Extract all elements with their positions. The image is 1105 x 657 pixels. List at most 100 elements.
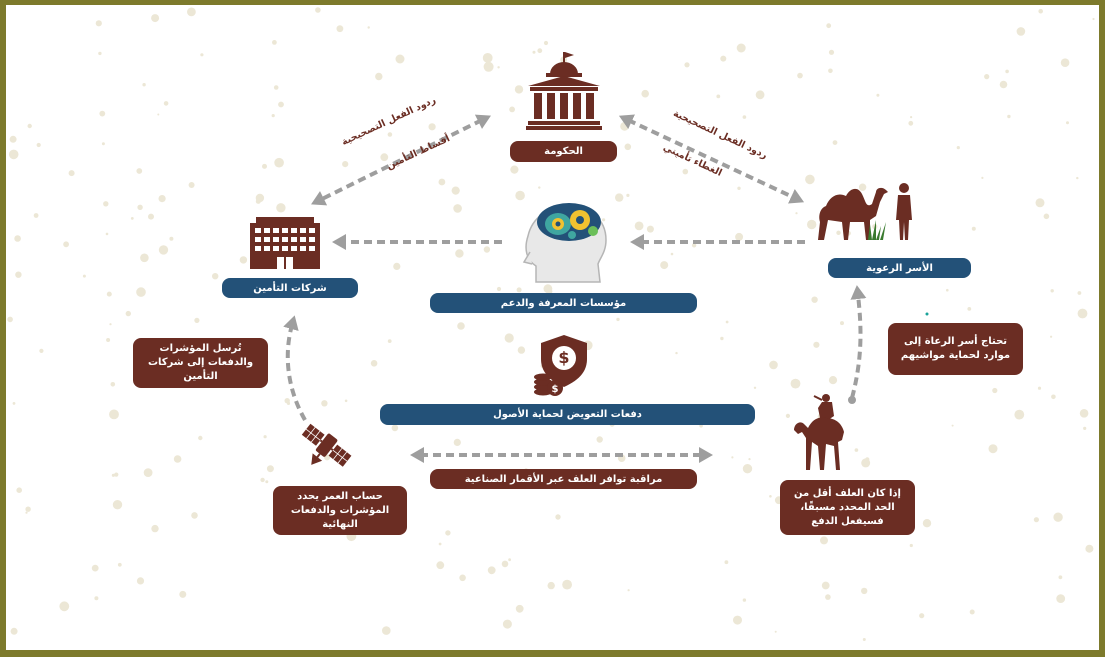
if-feed-less-box: إذا كان العلف أقل من الحد المحدد مسبقًا،… — [780, 480, 915, 535]
background-dot — [811, 296, 818, 303]
background-dot — [716, 94, 721, 99]
background-dot — [16, 487, 23, 494]
background-dot — [1092, 17, 1095, 21]
background-dot — [25, 506, 31, 512]
background-dot — [260, 477, 265, 483]
background-dot — [514, 85, 524, 94]
camel-rider-icon — [794, 394, 844, 470]
background-dot — [753, 386, 757, 389]
background-dot — [39, 348, 44, 353]
background-dot — [109, 409, 119, 420]
background-dot — [1060, 58, 1070, 67]
background-dot — [375, 72, 383, 81]
background-dot — [136, 287, 146, 297]
background-dot — [984, 74, 990, 80]
background-dot — [151, 524, 159, 533]
background-dot — [106, 291, 112, 297]
background-dot — [143, 468, 153, 477]
background-dot — [956, 146, 960, 150]
background-dot — [142, 83, 146, 87]
background-dot — [194, 317, 200, 323]
office-building-icon — [250, 217, 320, 269]
frame-left — [0, 0, 6, 657]
background-dot — [515, 190, 525, 201]
arrow-satellite-insurance — [283, 315, 307, 421]
background-dot — [140, 253, 149, 263]
background-dot — [748, 458, 751, 461]
background-dot — [286, 401, 291, 405]
background-dot — [555, 514, 561, 520]
background-dot — [1051, 394, 1056, 400]
background-dot — [910, 116, 913, 119]
background-dot — [517, 346, 526, 354]
background-dot — [596, 436, 603, 443]
background-dot — [538, 186, 541, 189]
background-dot — [602, 218, 606, 222]
background-dot — [725, 320, 729, 324]
background-dot — [790, 378, 801, 389]
background-dot — [111, 473, 115, 477]
background-dot — [1053, 512, 1063, 522]
frame-bottom — [0, 650, 1105, 657]
background-dot — [59, 601, 70, 612]
background-dot — [967, 307, 972, 311]
frame-top — [0, 0, 1105, 5]
background-dot — [862, 638, 866, 641]
background-dot — [109, 323, 112, 326]
background-dot — [795, 212, 798, 215]
background-dot — [367, 26, 370, 29]
background-dot — [1037, 386, 1042, 390]
background-dot — [1005, 69, 1009, 74]
background-dot — [969, 609, 975, 615]
background-dot — [501, 560, 509, 568]
insurance-companies-label: شركات التأمين — [222, 278, 358, 298]
background-dot — [273, 85, 279, 90]
background-dot — [981, 176, 984, 179]
background-dot — [99, 110, 106, 117]
background-dot — [951, 424, 954, 427]
background-dot — [15, 271, 22, 278]
background-dot — [137, 204, 143, 210]
background-dot — [543, 40, 549, 46]
background-dot — [370, 360, 378, 367]
satellite-icon — [301, 423, 352, 467]
background-dot — [95, 20, 102, 27]
background-dot — [453, 204, 462, 213]
background-dot — [546, 288, 553, 295]
background-dot — [724, 560, 729, 565]
background-dot — [112, 500, 123, 510]
background-dot — [445, 530, 451, 536]
background-dot — [516, 287, 522, 293]
background-dot — [9, 135, 17, 143]
coins-icon: $ — [534, 373, 563, 396]
background-dot — [101, 142, 105, 146]
background-dot — [946, 288, 949, 292]
background-dot — [769, 360, 778, 370]
background-dot — [98, 51, 102, 56]
background-dot — [255, 198, 261, 204]
need-resources-box: تحتاج أسر الرعاة إلى موارد لحماية مواشيه… — [888, 323, 1023, 375]
background-dot — [438, 542, 442, 546]
background-dot — [191, 512, 198, 519]
background-dot — [909, 543, 913, 548]
background-dot — [27, 123, 32, 129]
background-dot — [130, 217, 134, 220]
background-dot — [265, 480, 269, 484]
background-dot — [908, 120, 914, 126]
government-label: الحكومة — [510, 141, 617, 162]
background-dot — [483, 61, 494, 72]
background-dot — [731, 456, 734, 459]
background-dot — [774, 630, 777, 633]
background-dot — [212, 273, 219, 280]
government-building-icon — [526, 52, 602, 130]
background-dot — [691, 243, 697, 248]
background-dot — [453, 438, 461, 446]
background-dot — [861, 587, 868, 595]
background-dot — [198, 435, 203, 441]
sends-indicators-box: تُرسل المؤشرات والدفعات إلى شركات التأمي… — [133, 338, 268, 388]
background-dot — [1066, 121, 1069, 125]
background-dot — [278, 101, 284, 108]
background-dot — [173, 455, 182, 463]
background-dot — [487, 566, 496, 575]
background-dot — [504, 333, 514, 343]
